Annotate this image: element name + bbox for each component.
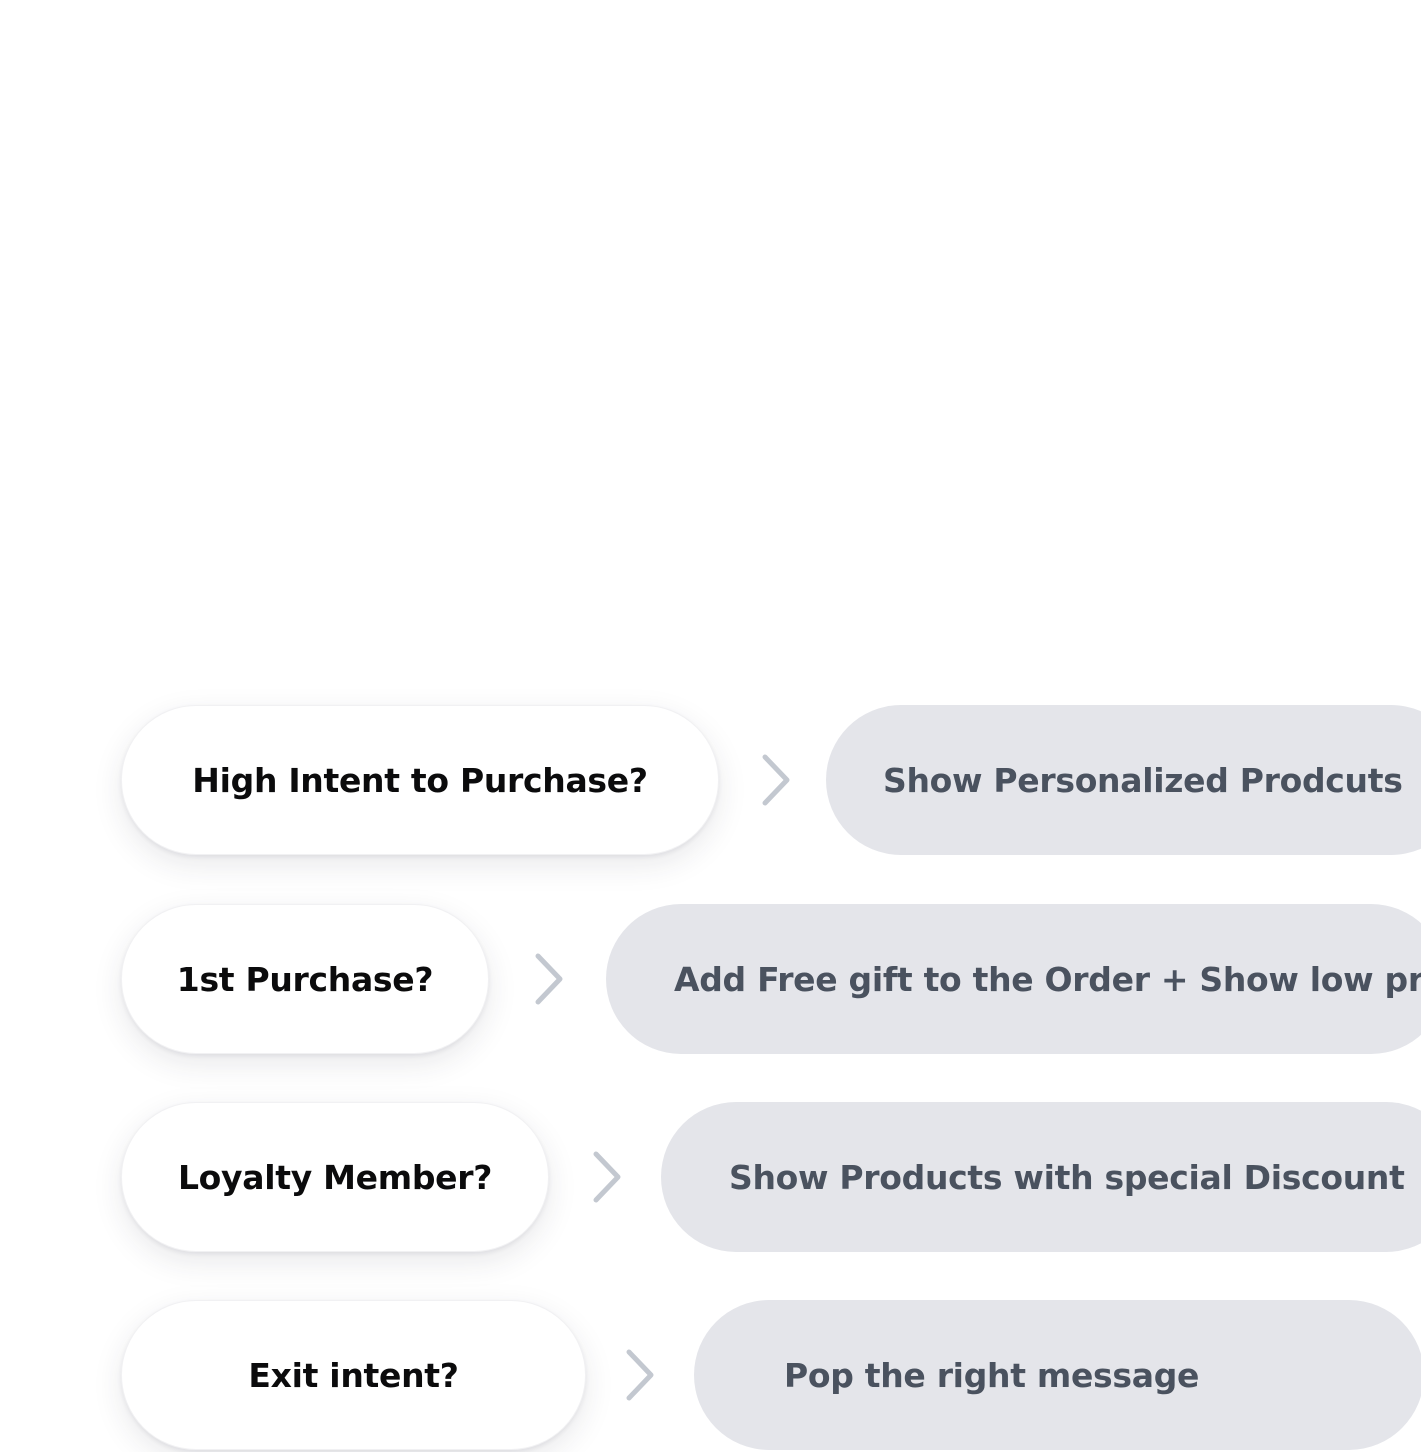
chevron-right-icon — [758, 752, 794, 808]
rule-row-loyalty-member: Loyalty Member? Show Products with speci… — [0, 1102, 1421, 1254]
condition-label: High Intent to Purchase? — [192, 760, 648, 800]
action-label: Show Products with special Discount — [729, 1157, 1405, 1197]
chevron-right-icon — [622, 1347, 658, 1403]
blank-hero-area — [0, 0, 1421, 700]
action-pill-free-gift[interactable]: Add Free gift to the Order + Show low pr… — [606, 904, 1421, 1054]
condition-pill-exit-intent[interactable]: Exit intent? — [121, 1300, 586, 1450]
condition-pill-high-intent[interactable]: High Intent to Purchase? — [121, 705, 719, 855]
condition-pill-loyalty-member[interactable]: Loyalty Member? — [121, 1102, 549, 1252]
action-pill-personalized-products[interactable]: Show Personalized Prodcuts — [826, 705, 1421, 855]
action-pill-special-discount[interactable]: Show Products with special Discount — [661, 1102, 1421, 1252]
action-label: Add Free gift to the Order + Show low pr… — [674, 959, 1421, 999]
condition-label: 1st Purchase? — [176, 959, 434, 999]
condition-label: Loyalty Member? — [177, 1157, 493, 1197]
action-label: Show Personalized Prodcuts — [883, 760, 1403, 800]
action-pill-pop-message[interactable]: Pop the right message — [694, 1300, 1421, 1450]
rule-row-first-purchase: 1st Purchase? Add Free gift to the Order… — [0, 904, 1421, 1056]
condition-pill-first-purchase[interactable]: 1st Purchase? — [121, 904, 489, 1054]
condition-label: Exit intent? — [248, 1355, 459, 1395]
rule-row-high-intent: High Intent to Purchase? Show Personaliz… — [0, 705, 1421, 857]
rule-row-exit-intent: Exit intent? Pop the right message — [0, 1300, 1421, 1452]
chevron-right-icon — [589, 1149, 625, 1205]
action-label: Pop the right message — [784, 1355, 1200, 1395]
chevron-right-icon — [531, 951, 567, 1007]
